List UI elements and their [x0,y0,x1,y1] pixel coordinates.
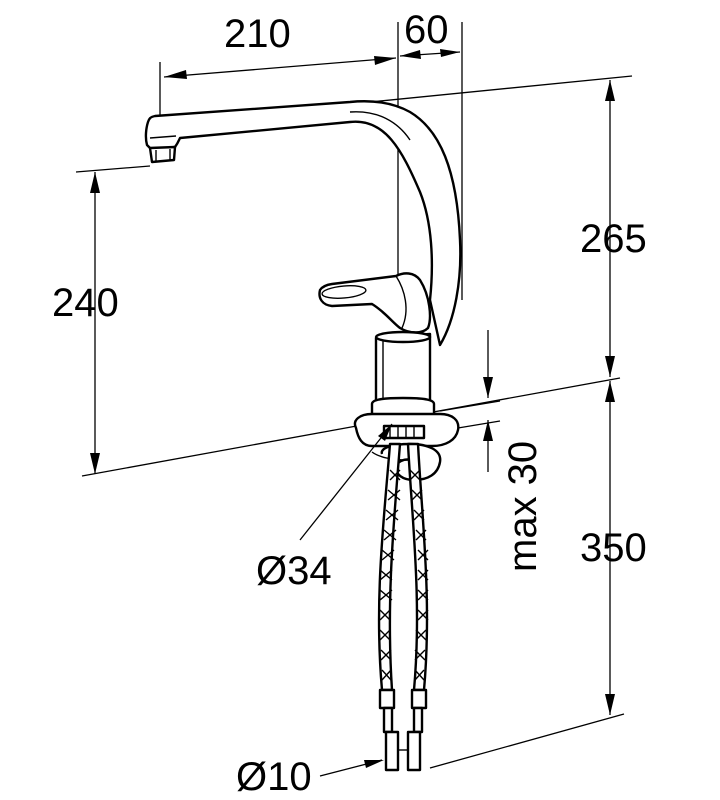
dimension-line-350 [605,381,615,715]
dimension-line-210 [163,56,397,79]
dimension-line-265 [605,80,615,377]
faucet-spout [144,100,462,347]
dimension-line-240 [90,172,100,474]
dim-label-210: 210 [224,12,291,56]
dim-label-diameter-10: Ø10 [236,755,312,799]
dim-label-265: 265 [580,217,647,261]
flexible-hoses [377,442,429,692]
dim-label-350: 350 [580,526,647,570]
mounting-flange [353,412,460,482]
dim-label-60: 60 [404,8,449,52]
extension-lines [75,22,633,769]
faucet-lever-handle [318,272,432,334]
faucet-body [370,330,436,426]
hose-fittings [378,688,428,772]
dim-label-240: 240 [52,281,119,325]
dim-label-max30: max 30 [501,441,545,572]
leader-lines [299,423,393,777]
dim-label-diameter-34: Ø34 [256,549,332,593]
dimension-line-60 [399,49,461,59]
